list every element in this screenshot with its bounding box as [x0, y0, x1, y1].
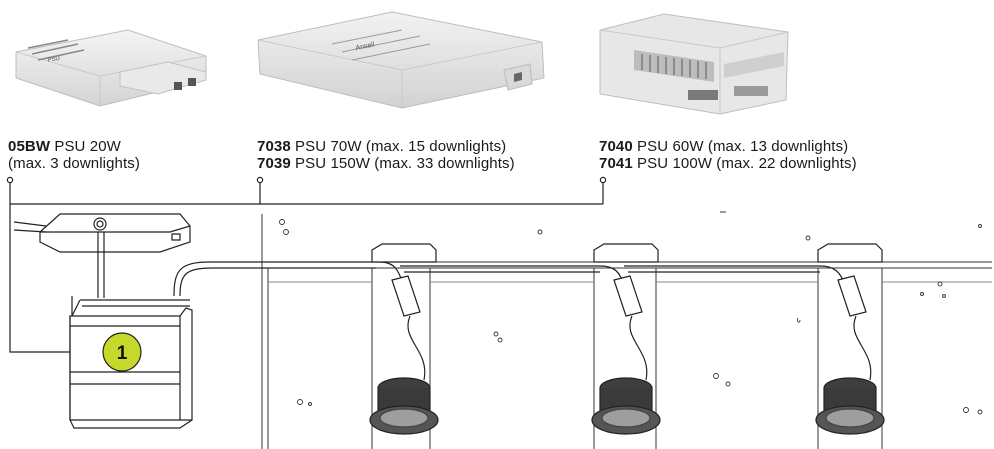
product-code: 7038 [257, 138, 291, 155]
downlight-3 [815, 243, 885, 435]
product-label-7038-7039: 7038 PSU 70W (max. 15 downlights) 7039 P… [257, 138, 515, 172]
product-code: 7040 [599, 138, 633, 155]
svg-text:Ansell: Ansell [355, 41, 375, 52]
psu-70w-150w-image: Ansell [257, 11, 545, 109]
product-code: 7041 [599, 155, 633, 172]
leader-lines [6, 176, 607, 353]
marker-1: 1 [102, 332, 142, 372]
downlight-1 [369, 243, 439, 435]
psu-60w-100w-image [599, 13, 789, 115]
product-description: PSU 150W (max. 33 downlights) [290, 155, 515, 172]
product-label-05bw: 05BW PSU 20W (max. 3 downlights) [8, 138, 140, 172]
ceiling-specks [279, 211, 983, 415]
product-description: PSU 60W (max. 13 downlights) [632, 138, 849, 155]
downlight-2 [591, 243, 661, 435]
product-description: PSU 20W [50, 138, 121, 155]
supply-cable [173, 261, 847, 297]
product-description: (max. 3 downlights) [8, 155, 140, 172]
psu-on-ceiling [13, 213, 191, 298]
product-code: 7039 [257, 155, 291, 172]
product-description: PSU 100W (max. 22 downlights) [632, 155, 857, 172]
svg-text:PSU: PSU [47, 56, 60, 64]
product-label-7040-7041: 7040 PSU 60W (max. 13 downlights) 7041 P… [599, 138, 857, 172]
product-description: PSU 70W (max. 15 downlights) [290, 138, 507, 155]
product-code: 05BW [8, 138, 51, 155]
psu-20w-image: PSU [15, 29, 207, 107]
marker-number: 1 [117, 343, 128, 364]
